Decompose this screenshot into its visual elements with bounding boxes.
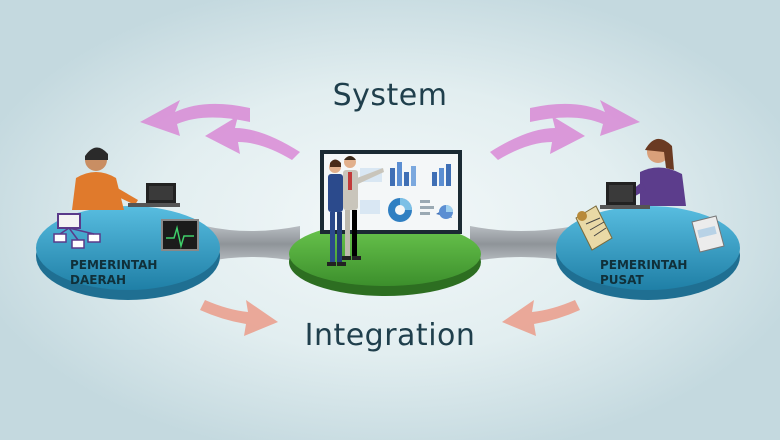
node-label-pemerintah-daerah: PEMERINTAH DAERAH bbox=[70, 258, 157, 288]
board-mini-table bbox=[360, 200, 380, 214]
connector-right bbox=[470, 226, 575, 262]
title-integration: Integration bbox=[304, 318, 476, 353]
tag-icon bbox=[575, 205, 613, 251]
arrow-top-left bbox=[140, 100, 300, 160]
laptop-icon bbox=[128, 183, 180, 207]
laptop-icon-right bbox=[600, 182, 650, 209]
arrow-bottom-left bbox=[200, 300, 278, 336]
title-system: System bbox=[332, 78, 448, 113]
oscilloscope-icon bbox=[161, 219, 199, 251]
node-label-pemerintah-pusat: PEMERINTAH PUSAT bbox=[600, 258, 687, 288]
presenter-woman-icon bbox=[327, 159, 346, 266]
board-donut-chart bbox=[388, 198, 453, 222]
arrow-top-right bbox=[490, 100, 640, 160]
presenter-man-icon bbox=[342, 156, 384, 260]
node-label-line1: PEMERINTAH bbox=[70, 258, 158, 272]
network-icon bbox=[53, 213, 101, 249]
document-icon bbox=[691, 215, 725, 253]
node-label-line2: PUSAT bbox=[600, 273, 644, 287]
node-label-line2: DAERAH bbox=[70, 273, 127, 287]
node-label-line1: PEMERINTAH bbox=[600, 258, 688, 272]
connector-left bbox=[205, 226, 300, 262]
person-left-icon bbox=[72, 147, 138, 210]
board-bar-chart bbox=[390, 162, 451, 186]
arrow-bottom-right bbox=[502, 300, 580, 336]
